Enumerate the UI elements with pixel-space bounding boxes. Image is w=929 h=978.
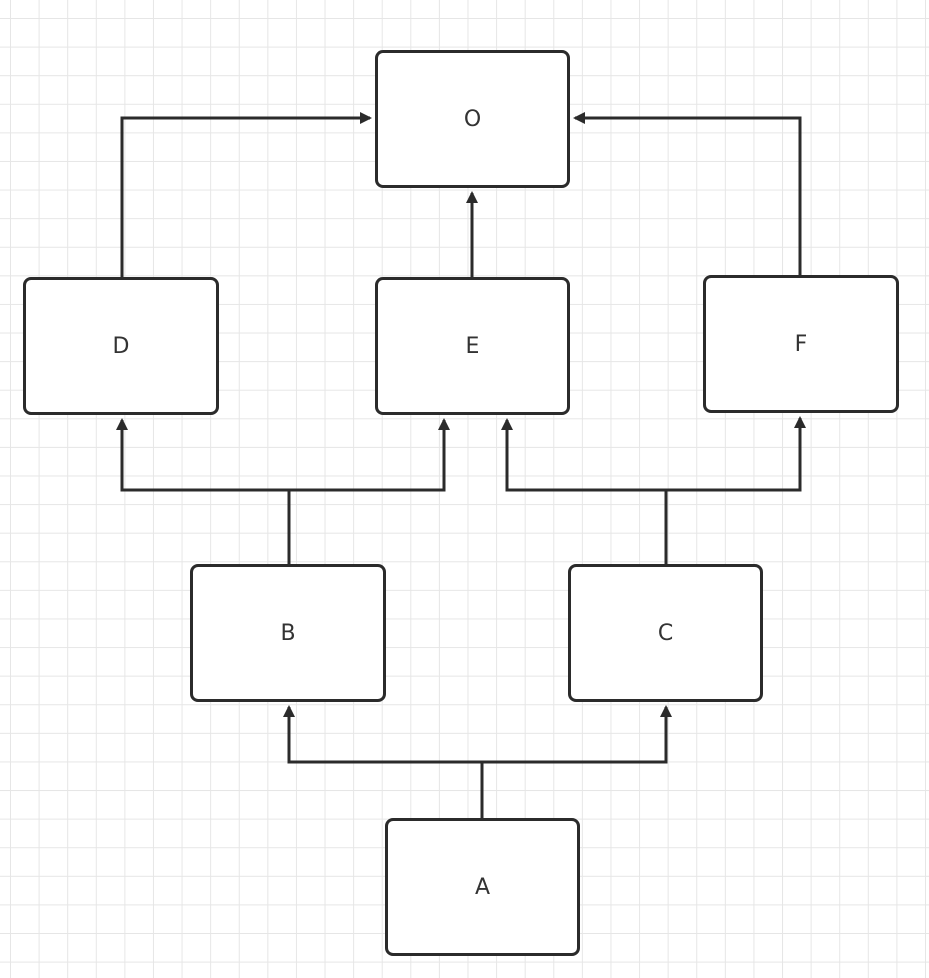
edge-c-to-f <box>666 416 806 492</box>
node-c[interactable]: C <box>568 564 763 702</box>
node-e-label: E <box>465 333 480 359</box>
node-d-label: D <box>112 333 130 359</box>
node-f[interactable]: F <box>703 275 899 413</box>
edge-f-to-o <box>573 112 802 275</box>
node-o[interactable]: O <box>375 50 570 188</box>
edge-b-to-e <box>289 418 450 492</box>
node-f-label: F <box>794 331 808 357</box>
edge-d-to-o <box>120 112 372 277</box>
node-d[interactable]: D <box>23 277 219 415</box>
node-a-label: A <box>474 874 491 900</box>
node-e[interactable]: E <box>375 277 570 415</box>
node-c-label: C <box>657 620 674 646</box>
node-b-label: B <box>280 620 296 646</box>
edge-b-to-d <box>116 418 291 564</box>
edge-a-to-c <box>482 705 672 764</box>
edge-c-to-e <box>501 418 668 564</box>
node-a[interactable]: A <box>385 818 580 956</box>
node-b[interactable]: B <box>190 564 386 702</box>
edge-a-to-b <box>283 705 484 818</box>
node-o-label: O <box>463 106 482 132</box>
